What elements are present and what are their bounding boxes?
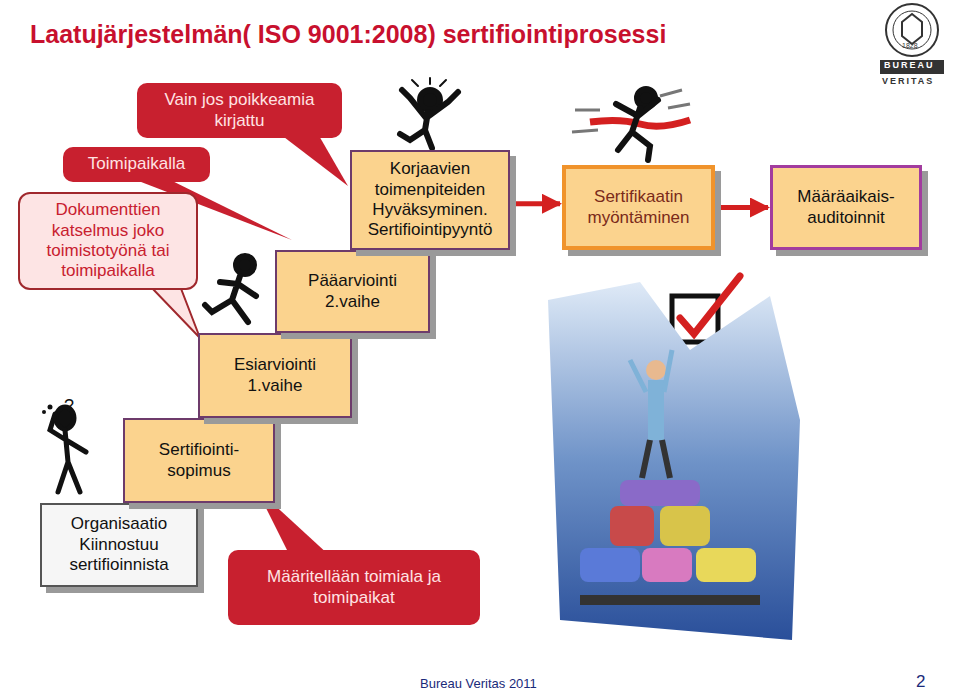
box-text: Sertifikaatin myöntäminen: [574, 187, 703, 228]
stick-figure: [50, 407, 86, 492]
stick-figure: [400, 78, 458, 148]
box-text: Esiarviointi 1.vaihe: [208, 355, 342, 396]
page-title: Laatujärjestelmän( ISO 9001:2008) sertif…: [30, 20, 666, 49]
winner-figure: [572, 89, 690, 160]
flow-arrow: [717, 205, 768, 210]
logo: [880, 4, 944, 74]
logo-text: BUREAU: [884, 60, 935, 70]
callout-bubble: Toimipaikalla: [63, 147, 210, 182]
callout-bubble: Dokumenttien katselmus joko toimistotyön…: [18, 192, 198, 290]
box-text: Pääarviointi 2.vaihe: [285, 271, 420, 312]
flow-arrow: [512, 201, 560, 206]
box-text: Korjaavien toimenpiteiden Hyväksyminen. …: [360, 159, 500, 241]
box-text: Sertifiointi- sopimus: [133, 440, 265, 481]
box-text: Toimipaikalla: [88, 154, 185, 174]
thought-dot: [42, 410, 46, 414]
human-pyramid: [548, 282, 800, 640]
question-mark: ?: [64, 396, 74, 417]
callout-tail: [280, 134, 348, 186]
callout-bubble: Määritellään toimiala ja toimipaikat: [228, 550, 480, 625]
thought-dot: [48, 405, 53, 410]
box-text: Määritellään toimiala ja toimipaikat: [236, 567, 472, 608]
page-number: 2: [916, 672, 925, 692]
box-text: Dokumenttien katselmus joko toimistotyön…: [28, 200, 188, 282]
callout-bubble: Vain jos poikkeamia kirjattu: [137, 83, 342, 138]
start-box: Organisaatio Kiinnostuu sertifioinnista: [40, 503, 198, 587]
callout-tail: [150, 286, 200, 338]
footer-text: Bureau Veritas 2011: [420, 676, 537, 691]
step-box: Esiarviointi 1.vaihe: [198, 333, 352, 418]
process-box: Määräaikais- auditoinnit: [770, 165, 922, 250]
step-box: Sertifiointi- sopimus: [123, 418, 275, 503]
step-box: Pääarviointi 2.vaihe: [275, 250, 430, 333]
box-text: Organisaatio Kiinnostuu sertifioinnista: [50, 514, 188, 575]
logo-text: VERITAS: [882, 76, 934, 86]
process-box: Sertifikaatin myöntäminen: [562, 165, 715, 250]
stick-figure: [205, 256, 256, 322]
box-text: Määräaikais- auditoinnit: [781, 187, 911, 228]
step-box: Korjaavien toimenpiteiden Hyväksyminen. …: [350, 150, 510, 250]
box-text: Vain jos poikkeamia kirjattu: [145, 90, 334, 131]
logo-year: 1828: [902, 42, 918, 49]
